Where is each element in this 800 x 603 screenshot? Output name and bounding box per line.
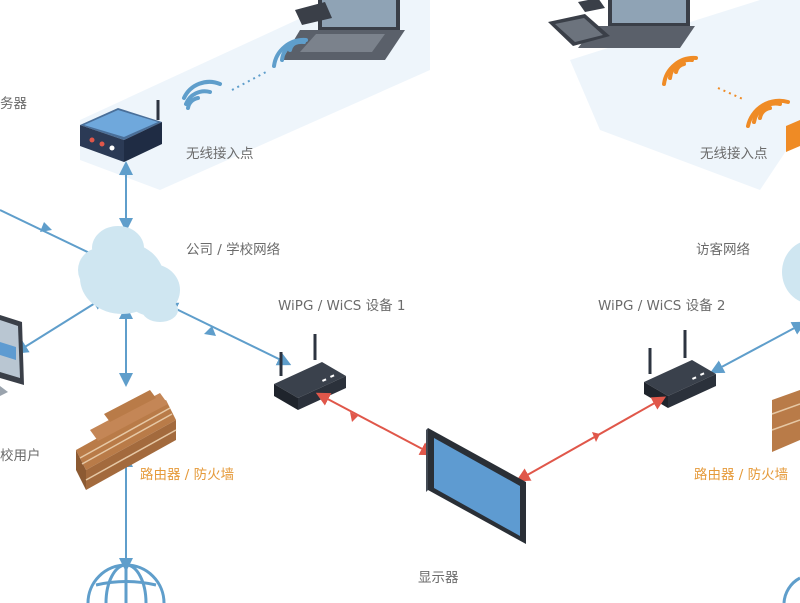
globe-icon bbox=[86, 563, 166, 603]
link-device1-display bbox=[315, 392, 435, 456]
cloud-icon bbox=[78, 226, 180, 322]
arrow-mid bbox=[592, 432, 600, 442]
desktop-monitor-icon bbox=[0, 315, 24, 396]
link-guest-device2 bbox=[709, 321, 800, 374]
user-label: 校用户 bbox=[0, 448, 41, 464]
router-right-label: 路由器 / 防火墙 bbox=[694, 467, 789, 483]
laptop-icon bbox=[282, 0, 405, 60]
device1-label: WiPG / WiCS 设备 1 bbox=[278, 298, 406, 314]
link-server-cloud bbox=[0, 209, 107, 262]
wireless-link bbox=[231, 71, 267, 91]
wipg-device-icon bbox=[644, 330, 716, 408]
wireless-link bbox=[717, 87, 746, 101]
guest-network-label: 访客网络 bbox=[696, 242, 750, 258]
wifi-signal-icon bbox=[182, 37, 308, 110]
link-cloud-user bbox=[14, 296, 106, 354]
laptop-icon bbox=[578, 0, 695, 48]
corp-network-label: 公司 / 学校网络 bbox=[186, 242, 281, 258]
link-device2-display bbox=[515, 396, 667, 482]
arrow-mid bbox=[350, 412, 358, 422]
wireless-ap-icon bbox=[80, 100, 162, 162]
phone-icon bbox=[578, 0, 605, 12]
tablet-icon bbox=[548, 14, 610, 46]
cloud-icon bbox=[782, 242, 800, 302]
router-left-label: 路由器 / 防火墙 bbox=[140, 467, 235, 483]
firewall-brick-icon bbox=[76, 390, 177, 490]
globe-icon bbox=[782, 576, 800, 603]
wipg-device-icon bbox=[274, 334, 346, 410]
server-label: 务器 bbox=[0, 96, 27, 112]
wireless-ap-icon bbox=[786, 120, 800, 152]
arrow-mid bbox=[40, 222, 52, 232]
ap-left-label: 无线接入点 bbox=[186, 146, 254, 162]
arrow-mid bbox=[204, 326, 216, 336]
device2-label: WiPG / WiCS 设备 2 bbox=[598, 298, 726, 314]
link-cloud-device1 bbox=[163, 302, 292, 366]
display-icon bbox=[426, 428, 526, 544]
wifi-signal-icon bbox=[662, 55, 790, 128]
display-label: 显示器 bbox=[418, 570, 459, 586]
ap-right-label: 无线接入点 bbox=[700, 146, 768, 162]
tablet-icon bbox=[295, 2, 332, 25]
firewall-brick-icon bbox=[771, 390, 800, 452]
